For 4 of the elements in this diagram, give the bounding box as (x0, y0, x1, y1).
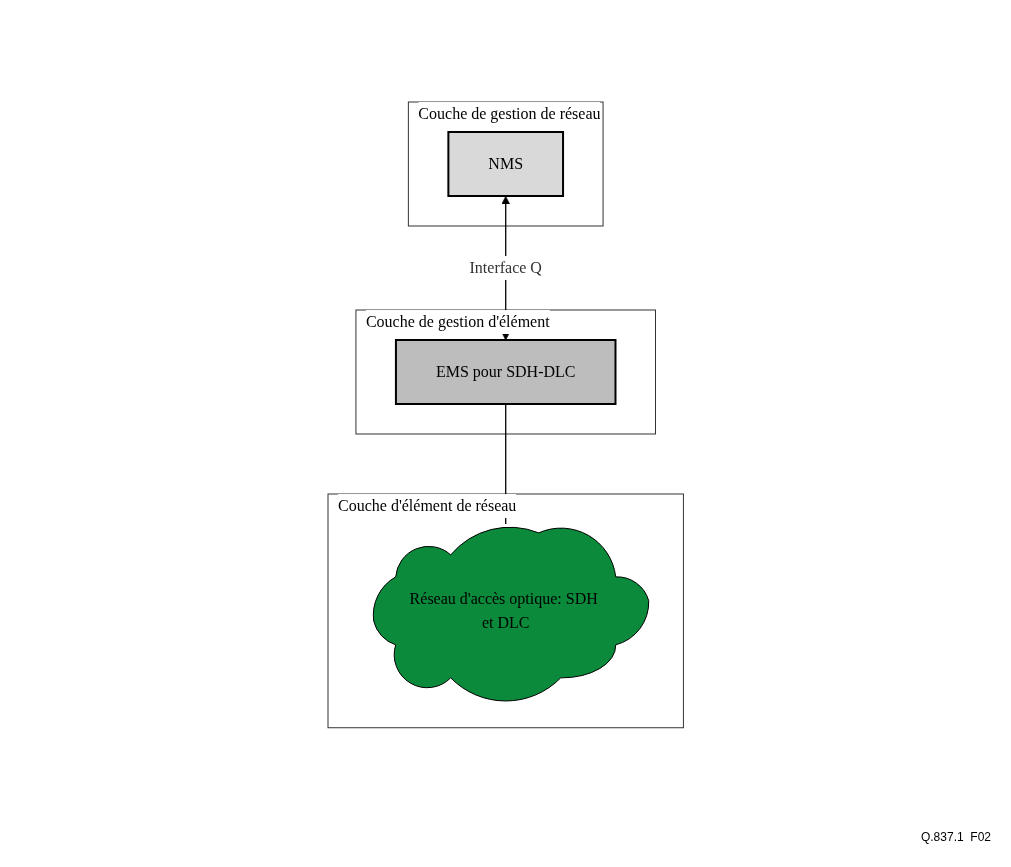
edge-label: Interface Q (469, 259, 542, 277)
figure-number: Q.837.1 F02 (919, 830, 991, 844)
node-box: NMS (447, 131, 564, 198)
node-box: EMS pour SDH-DLC (394, 339, 617, 406)
